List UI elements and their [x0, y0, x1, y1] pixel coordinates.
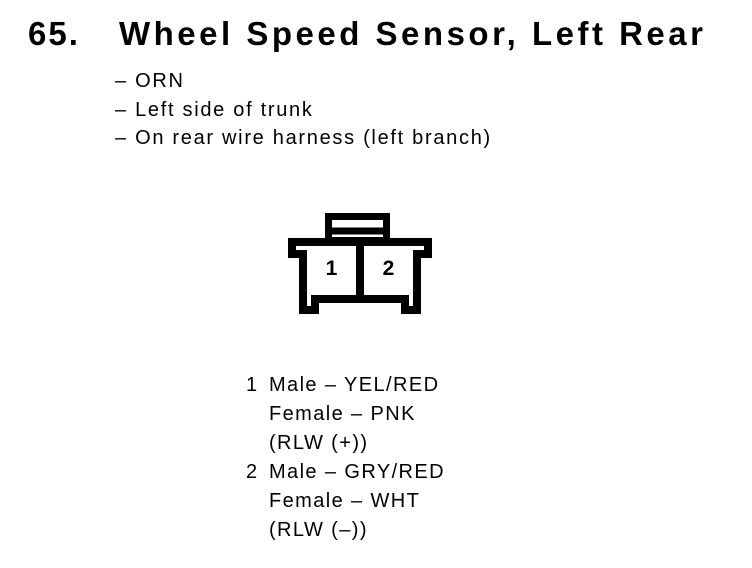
pin-signal: (RLW (–))	[269, 519, 368, 541]
pin-female-wire: Female – PNK	[269, 403, 416, 425]
location-notes: – ORN – Left side of trunk – On rear wir…	[115, 67, 492, 153]
connector-body	[288, 238, 432, 314]
note-line: – On rear wire harness (left branch)	[115, 127, 492, 149]
pin-description: Male – GRY/RED Female – WHT (RLW (–))	[269, 458, 445, 545]
note-line: – ORN	[115, 70, 185, 92]
pin-male-wire: Male – YEL/RED	[269, 374, 440, 396]
pin-entry: 1 Male – YEL/RED Female – PNK (RLW (+))	[246, 371, 445, 458]
connector-drawing: 1 2	[288, 213, 432, 314]
connector-lock-tab	[325, 213, 390, 244]
pin-signal: (RLW (+))	[269, 432, 369, 454]
pin-list: 1 Male – YEL/RED Female – PNK (RLW (+)) …	[246, 371, 445, 545]
page-title: Wheel Speed Sensor, Left Rear	[119, 15, 707, 52]
note-line: – Left side of trunk	[115, 98, 314, 121]
pin-number: 2	[246, 461, 259, 483]
connector-pin-2-label: 2	[383, 257, 395, 280]
pin-entry: 2 Male – GRY/RED Female – WHT (RLW (–))	[246, 458, 445, 545]
item-number: 65.	[28, 15, 80, 52]
pin-female-wire: Female – WHT	[269, 490, 421, 512]
connector-diagram: 1 2	[280, 208, 440, 323]
pin-number: 1	[246, 374, 259, 396]
pin-description: Male – YEL/RED Female – PNK (RLW (+))	[269, 371, 439, 458]
pin-male-wire: Male – GRY/RED	[269, 461, 445, 483]
connector-pin-1-label: 1	[326, 257, 338, 280]
